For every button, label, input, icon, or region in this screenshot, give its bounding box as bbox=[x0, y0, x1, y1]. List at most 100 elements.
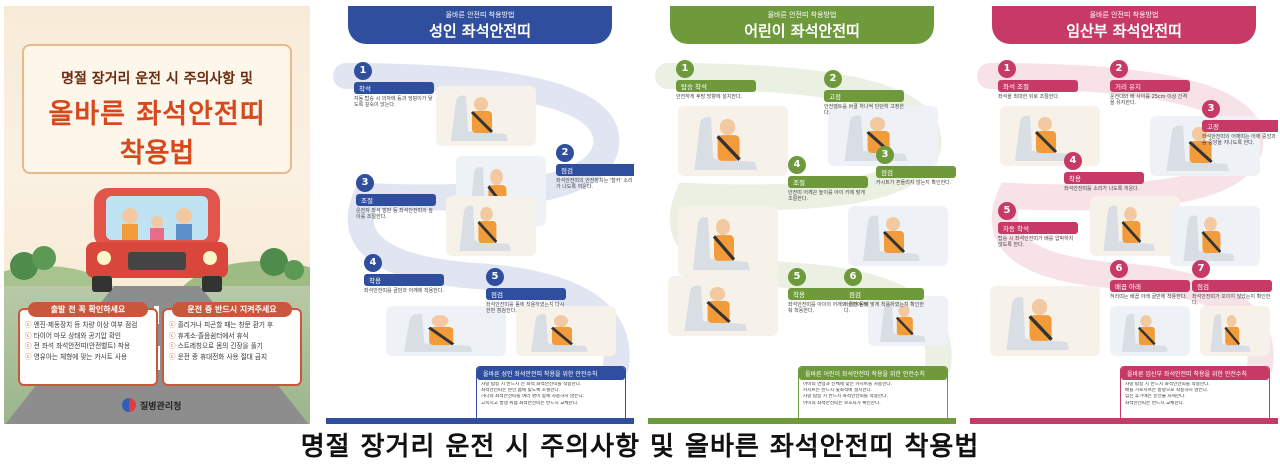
step-text: 안전하게 후방 방향에 설치한다. bbox=[676, 94, 743, 100]
footer-bar bbox=[326, 418, 634, 424]
rule-item: 차량 탑승 시 반드시 좌석안전띠를 착용한다. bbox=[1125, 382, 1210, 387]
step-7: 7 점검 좌석안전띠가 꼬이지 않았는지 확인한다. bbox=[1192, 260, 1272, 307]
checklist-while-driving: 운전 중 반드시 지켜주세요 졸리거나 피곤할 때는 창문 환기 후 휴게소·졸… bbox=[162, 302, 302, 386]
step-1: 1 착석 자동 탑승 시 의자에 등과 엉덩이가 닿도록 깊숙이 앉는다. bbox=[354, 62, 434, 109]
seat-person-illustration bbox=[693, 217, 750, 271]
step-number: 1 bbox=[676, 60, 694, 78]
step-label: 착용 bbox=[1064, 172, 1144, 184]
panel-header bbox=[992, 6, 1256, 44]
step-number: 5 bbox=[998, 202, 1016, 220]
checklist-before-departure: 출발 전 꼭 확인하세요 엔진·제동장치 등 차량 이상 여부 점검 타이어 마… bbox=[18, 302, 158, 386]
rule-item: 아이의 연령과 신체에 맞는 카시트를 사용한다. bbox=[803, 382, 893, 387]
seat-person-illustration bbox=[1210, 313, 1251, 352]
list-item: 휴게소·졸음쉼터에서 휴식 bbox=[169, 331, 295, 342]
step-3: 3 조절 운전자 좌석 발판 등 좌석안전띠의 높이를 조절한다. bbox=[356, 174, 436, 221]
step-4: 4 착용 좌석안전띠를 골반과 어깨에 착용한다. bbox=[364, 254, 444, 294]
step-path bbox=[655, 63, 952, 379]
illustration bbox=[446, 196, 536, 256]
panel-header bbox=[348, 6, 612, 44]
step-label: 배꼽 아래 bbox=[1110, 280, 1190, 292]
step-text: 좌석안전띠를 소리가 나도록 끼운다. bbox=[1064, 186, 1140, 192]
illustration bbox=[516, 306, 616, 356]
rules-heading: 올바른 임산부 좌석안전띠 착용을 위한 안전수칙 bbox=[1121, 367, 1269, 380]
step-label: 탑승 착석 bbox=[676, 80, 756, 92]
step-label: 조절 bbox=[356, 194, 436, 206]
rule-item: 하나의 좌석안전띠를 여러 명이 함께 사용하지 않는다. bbox=[481, 394, 585, 400]
rule-item: 고속시고 발생 위험 좌석안전띠는 반드시 교체한다. bbox=[481, 400, 579, 406]
step-number: 2 bbox=[556, 144, 574, 162]
seat-person-illustration bbox=[684, 285, 748, 331]
seat-person-illustration bbox=[404, 313, 473, 352]
panel-tag: 올바른 안전띠 착용방법 bbox=[1089, 11, 1159, 19]
panel-tag: 올바른 안전띠 착용방법 bbox=[767, 11, 837, 19]
step-number: 3 bbox=[1202, 100, 1220, 118]
footer-bar bbox=[970, 418, 1278, 424]
title-banner: 명절 장거리 운전 시 주의사항 및 올바른 좌석안전띠 착용법 bbox=[22, 44, 292, 174]
step-text: 좌석안전띠의 안전장치는 '철커' 소리가 나도록 끼운다. bbox=[556, 178, 633, 191]
seat-person-illustration bbox=[1183, 215, 1235, 261]
step-label: 점검 bbox=[556, 164, 634, 176]
step-number: 1 bbox=[998, 60, 1016, 78]
panel-header bbox=[670, 6, 934, 44]
step-text: 허리띠는 배꼽 아래 골반에 착용한다. bbox=[1110, 294, 1187, 300]
step-text: 좌석안전띠를 아이의 어깨와 골반에 맞춰 착용한다. bbox=[788, 302, 868, 315]
rule-item: 차량 탑승 시 반드시 좌석안전띠를 착용한다. bbox=[803, 394, 888, 400]
seat-person-illustration bbox=[863, 215, 920, 261]
illustration bbox=[990, 286, 1100, 356]
agency-name: 질병관리청 bbox=[140, 401, 182, 412]
step-number: 5 bbox=[486, 268, 504, 286]
step-label: 점검 bbox=[844, 288, 924, 300]
seat-person-illustration bbox=[451, 95, 508, 141]
step-number: 5 bbox=[788, 268, 806, 286]
list-item: 운전 중 휴대전화 사용 절대 금지 bbox=[169, 352, 295, 363]
panel-tag: 올바른 안전띠 착용방법 bbox=[445, 11, 515, 19]
seat-person-illustration bbox=[1166, 125, 1230, 171]
step-number: 3 bbox=[876, 146, 894, 164]
step-text: 좌석안전띠를 몸에 착용하였는지 다시 한번 점검한다. bbox=[486, 302, 565, 315]
illustration bbox=[436, 86, 536, 146]
illustration bbox=[668, 276, 778, 336]
seat-person-illustration bbox=[459, 205, 511, 251]
illustration bbox=[868, 296, 948, 346]
step-label: 고정 bbox=[824, 90, 904, 102]
step-text: 좌석안전띠가 꼬이지 않았는지 확인한다. bbox=[1192, 294, 1271, 307]
cover-title-line1: 올바른 좌석안전띠 bbox=[48, 99, 266, 130]
seat-person-illustration bbox=[1103, 205, 1155, 251]
step-label: 고정 bbox=[1202, 120, 1278, 132]
step-label: 거리 유지 bbox=[1110, 80, 1190, 92]
list-item: 졸리거나 피곤할 때는 창문 환기 후 bbox=[169, 320, 295, 331]
illustration bbox=[1200, 306, 1270, 356]
step-5: 5 자동 착석 탑승 시 좌석안전띠가 배를 압박하지 않도록 한다. bbox=[998, 202, 1078, 249]
illustration bbox=[1170, 206, 1260, 266]
rule-item: 좌석안전띠는 본인 몸에 맞도록 조절한다. bbox=[481, 388, 561, 394]
step-text: 카시트가 흔들리지 않는지 확인한다. bbox=[876, 180, 952, 186]
step-text: 운전자 좌석 발판 등 좌석안전띠의 높이를 조절한다. bbox=[356, 208, 433, 221]
cover-subtitle: 명절 장거리 운전 시 주의사항 및 bbox=[61, 71, 253, 87]
step-number: 6 bbox=[844, 268, 862, 286]
step-text: 좌석안전띠를 골반과 어깨에 착용한다. bbox=[364, 288, 444, 294]
step-text: 자동 탑승 시 의자에 등과 엉덩이가 닿도록 깊숙이 앉는다. bbox=[354, 96, 433, 109]
step-number: 3 bbox=[356, 174, 374, 192]
emblem-icon bbox=[122, 398, 136, 412]
rule-item: 아이의 좌석안전띠는 보호자가 확인한다. bbox=[803, 400, 881, 406]
step-label: 좌석 조절 bbox=[998, 80, 1078, 92]
step-text: 좌석을 최대한 뒤로 조절한다. bbox=[998, 94, 1060, 100]
step-label: 착석 bbox=[354, 82, 434, 94]
seat-person-illustration bbox=[531, 313, 588, 352]
seat-person-illustration bbox=[1122, 313, 1168, 352]
rule-item: 차량 탑승 시 반드시 전 좌석 좌석안전띠를 착용한다. bbox=[481, 382, 582, 387]
rule-item: 좌석안전띠는 반드시 교체한다. bbox=[1125, 400, 1185, 406]
step-2: 2 거리 유지 운전대와 배 사이를 25cm 이상 간격을 유지한다. bbox=[1110, 60, 1190, 107]
step-1: 1 탑승 착석 안전하게 후방 방향에 설치한다. bbox=[676, 60, 756, 100]
seat-person-illustration bbox=[694, 117, 758, 171]
step-text: 안전띠 어깨끈 높이를 아이 키에 맞게 조절한다. bbox=[788, 190, 865, 203]
step-1: 1 좌석 조절 좌석을 최대한 뒤로 조절한다. bbox=[998, 60, 1078, 100]
step-label: 자동 착석 bbox=[998, 222, 1078, 234]
illustration bbox=[1000, 106, 1100, 166]
list-item: 엔진·제동장치 등 차량 이상 여부 점검 bbox=[25, 320, 151, 331]
step-number: 4 bbox=[364, 254, 382, 272]
